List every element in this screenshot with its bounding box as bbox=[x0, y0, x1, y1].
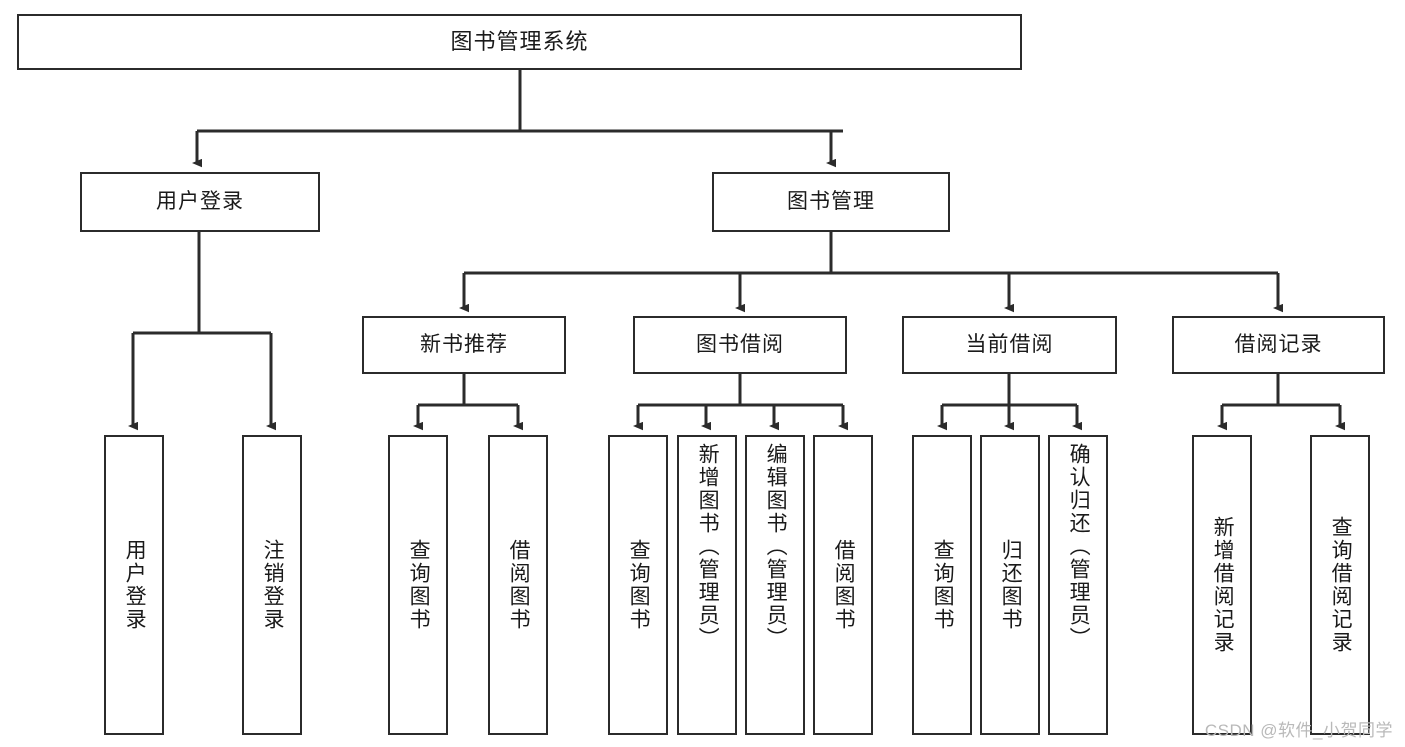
node-book-manage-label: 图书管理 bbox=[787, 190, 875, 214]
leaf-query-book-2-label: 查询图书 bbox=[627, 539, 651, 631]
leaf-add-record-label: 新增借阅记录 bbox=[1211, 516, 1235, 654]
leaf-query-book-1[interactable]: 查询图书 bbox=[388, 435, 448, 735]
node-book-borrow-label: 图书借阅 bbox=[696, 333, 784, 357]
node-book-borrow[interactable]: 图书借阅 bbox=[633, 316, 847, 374]
leaf-edit-book-label: 编辑图书（管理员） bbox=[764, 443, 788, 650]
node-book-manage[interactable]: 图书管理 bbox=[712, 172, 950, 232]
leaf-query-book-2[interactable]: 查询图书 bbox=[608, 435, 668, 735]
leaf-query-book-3-label: 查询图书 bbox=[931, 539, 955, 631]
leaf-add-book-label: 新增图书（管理员） bbox=[696, 443, 720, 650]
node-borrow-record-label: 借阅记录 bbox=[1234, 333, 1323, 357]
leaf-add-record[interactable]: 新增借阅记录 bbox=[1192, 435, 1252, 735]
leaf-borrow-book-2[interactable]: 借阅图书 bbox=[813, 435, 873, 735]
node-current-borrow[interactable]: 当前借阅 bbox=[902, 316, 1117, 374]
leaf-user-login[interactable]: 用户登录 bbox=[104, 435, 164, 735]
node-new-book-recommend[interactable]: 新书推荐 bbox=[362, 316, 566, 374]
leaf-borrow-book-1[interactable]: 借阅图书 bbox=[488, 435, 548, 735]
node-root-label: 图书管理系统 bbox=[450, 28, 589, 54]
leaf-logout[interactable]: 注销登录 bbox=[242, 435, 302, 735]
node-new-book-recommend-label: 新书推荐 bbox=[420, 333, 508, 357]
node-user-login[interactable]: 用户登录 bbox=[80, 172, 320, 232]
node-borrow-record[interactable]: 借阅记录 bbox=[1172, 316, 1385, 374]
leaf-borrow-book-1-label: 借阅图书 bbox=[507, 539, 531, 631]
leaf-borrow-book-2-label: 借阅图书 bbox=[832, 539, 856, 631]
leaf-query-record-label: 查询借阅记录 bbox=[1329, 516, 1353, 654]
leaf-confirm-return[interactable]: 确认归还（管理员） bbox=[1048, 435, 1108, 735]
leaf-return-book[interactable]: 归还图书 bbox=[980, 435, 1040, 735]
node-current-borrow-label: 当前借阅 bbox=[965, 333, 1054, 357]
node-root[interactable]: 图书管理系统 bbox=[17, 14, 1022, 70]
watermark: CSDN @软件_小贺同学 bbox=[1204, 721, 1393, 740]
leaf-return-book-label: 归还图书 bbox=[999, 539, 1023, 631]
node-user-login-label: 用户登录 bbox=[156, 190, 244, 214]
leaf-edit-book[interactable]: 编辑图书（管理员） bbox=[745, 435, 805, 735]
leaf-add-book[interactable]: 新增图书（管理员） bbox=[677, 435, 737, 735]
leaf-user-login-label: 用户登录 bbox=[123, 539, 147, 631]
leaf-query-book-3[interactable]: 查询图书 bbox=[912, 435, 972, 735]
leaf-query-record[interactable]: 查询借阅记录 bbox=[1310, 435, 1370, 735]
leaf-confirm-return-label: 确认归还（管理员） bbox=[1067, 443, 1091, 650]
leaf-logout-label: 注销登录 bbox=[261, 539, 285, 631]
leaf-query-book-1-label: 查询图书 bbox=[407, 539, 431, 631]
